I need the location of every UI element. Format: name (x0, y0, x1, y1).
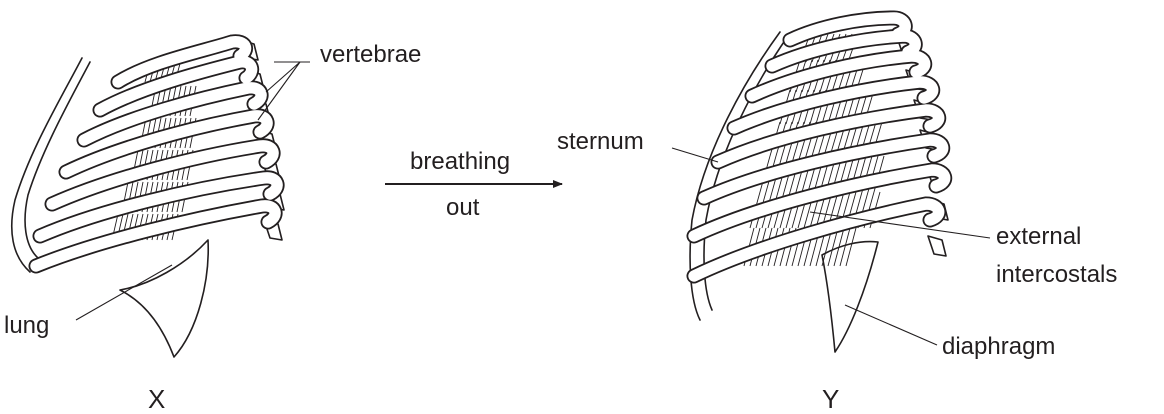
caption-x: X (148, 384, 165, 414)
label-diaphragm: diaphragm (942, 333, 1055, 360)
intercostal-hatch (834, 228, 844, 266)
intercostal-hatch (846, 228, 856, 266)
ribcage-y (690, 18, 948, 352)
label-vertebrae: vertebrae (320, 41, 421, 68)
ribs-y (694, 18, 945, 276)
lung-shape (120, 240, 208, 357)
label-sternum: sternum (557, 128, 644, 155)
caption-y: Y (822, 384, 839, 414)
label-external: external (996, 223, 1081, 250)
label-lung: lung (4, 312, 49, 339)
label-intercostals: intercostals (996, 261, 1117, 288)
ribcage-x (12, 40, 284, 357)
diaphragm-leader (845, 305, 937, 345)
label-breathing: breathing (410, 148, 510, 175)
lung-leader (76, 265, 172, 320)
vertebra (928, 236, 946, 256)
label-out: out (446, 194, 480, 221)
